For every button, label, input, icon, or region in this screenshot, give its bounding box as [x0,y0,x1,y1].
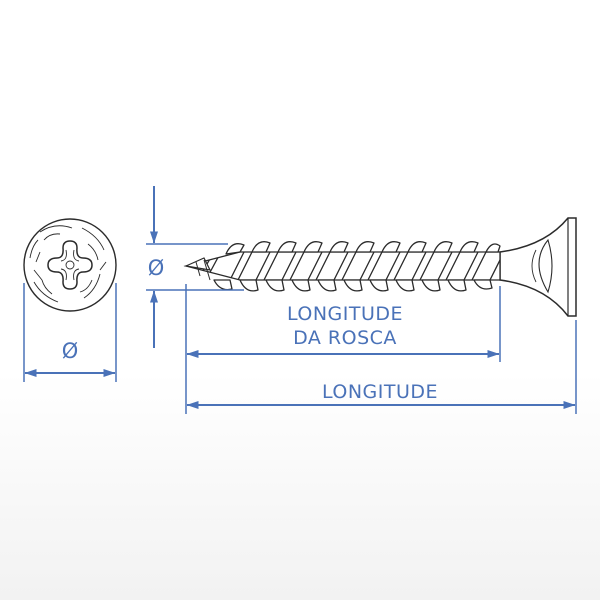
head-texture [29,225,107,303]
thread-length-label-line1: LONGITUDE [287,303,403,325]
thread-length-dimension: LONGITUDE DA ROSCA [185,284,501,414]
phillips-recess-icon [47,240,93,290]
thread-crests-top [225,241,501,255]
shank-diameter-label: Ø [148,256,165,280]
total-length-dimension: LONGITUDE [186,320,577,414]
thread-length-label-line2: DA ROSCA [293,327,397,349]
shank-diameter-dimension: Ø [146,186,244,348]
head-diameter-dimension: Ø [23,283,117,382]
screw-head-side [499,217,577,317]
screw-head-top-view [23,218,117,312]
screw-side-view [183,217,577,317]
head-diameter-label: Ø [62,339,79,363]
total-length-label: LONGITUDE [322,381,438,403]
thread-crests-bottom [213,279,493,292]
